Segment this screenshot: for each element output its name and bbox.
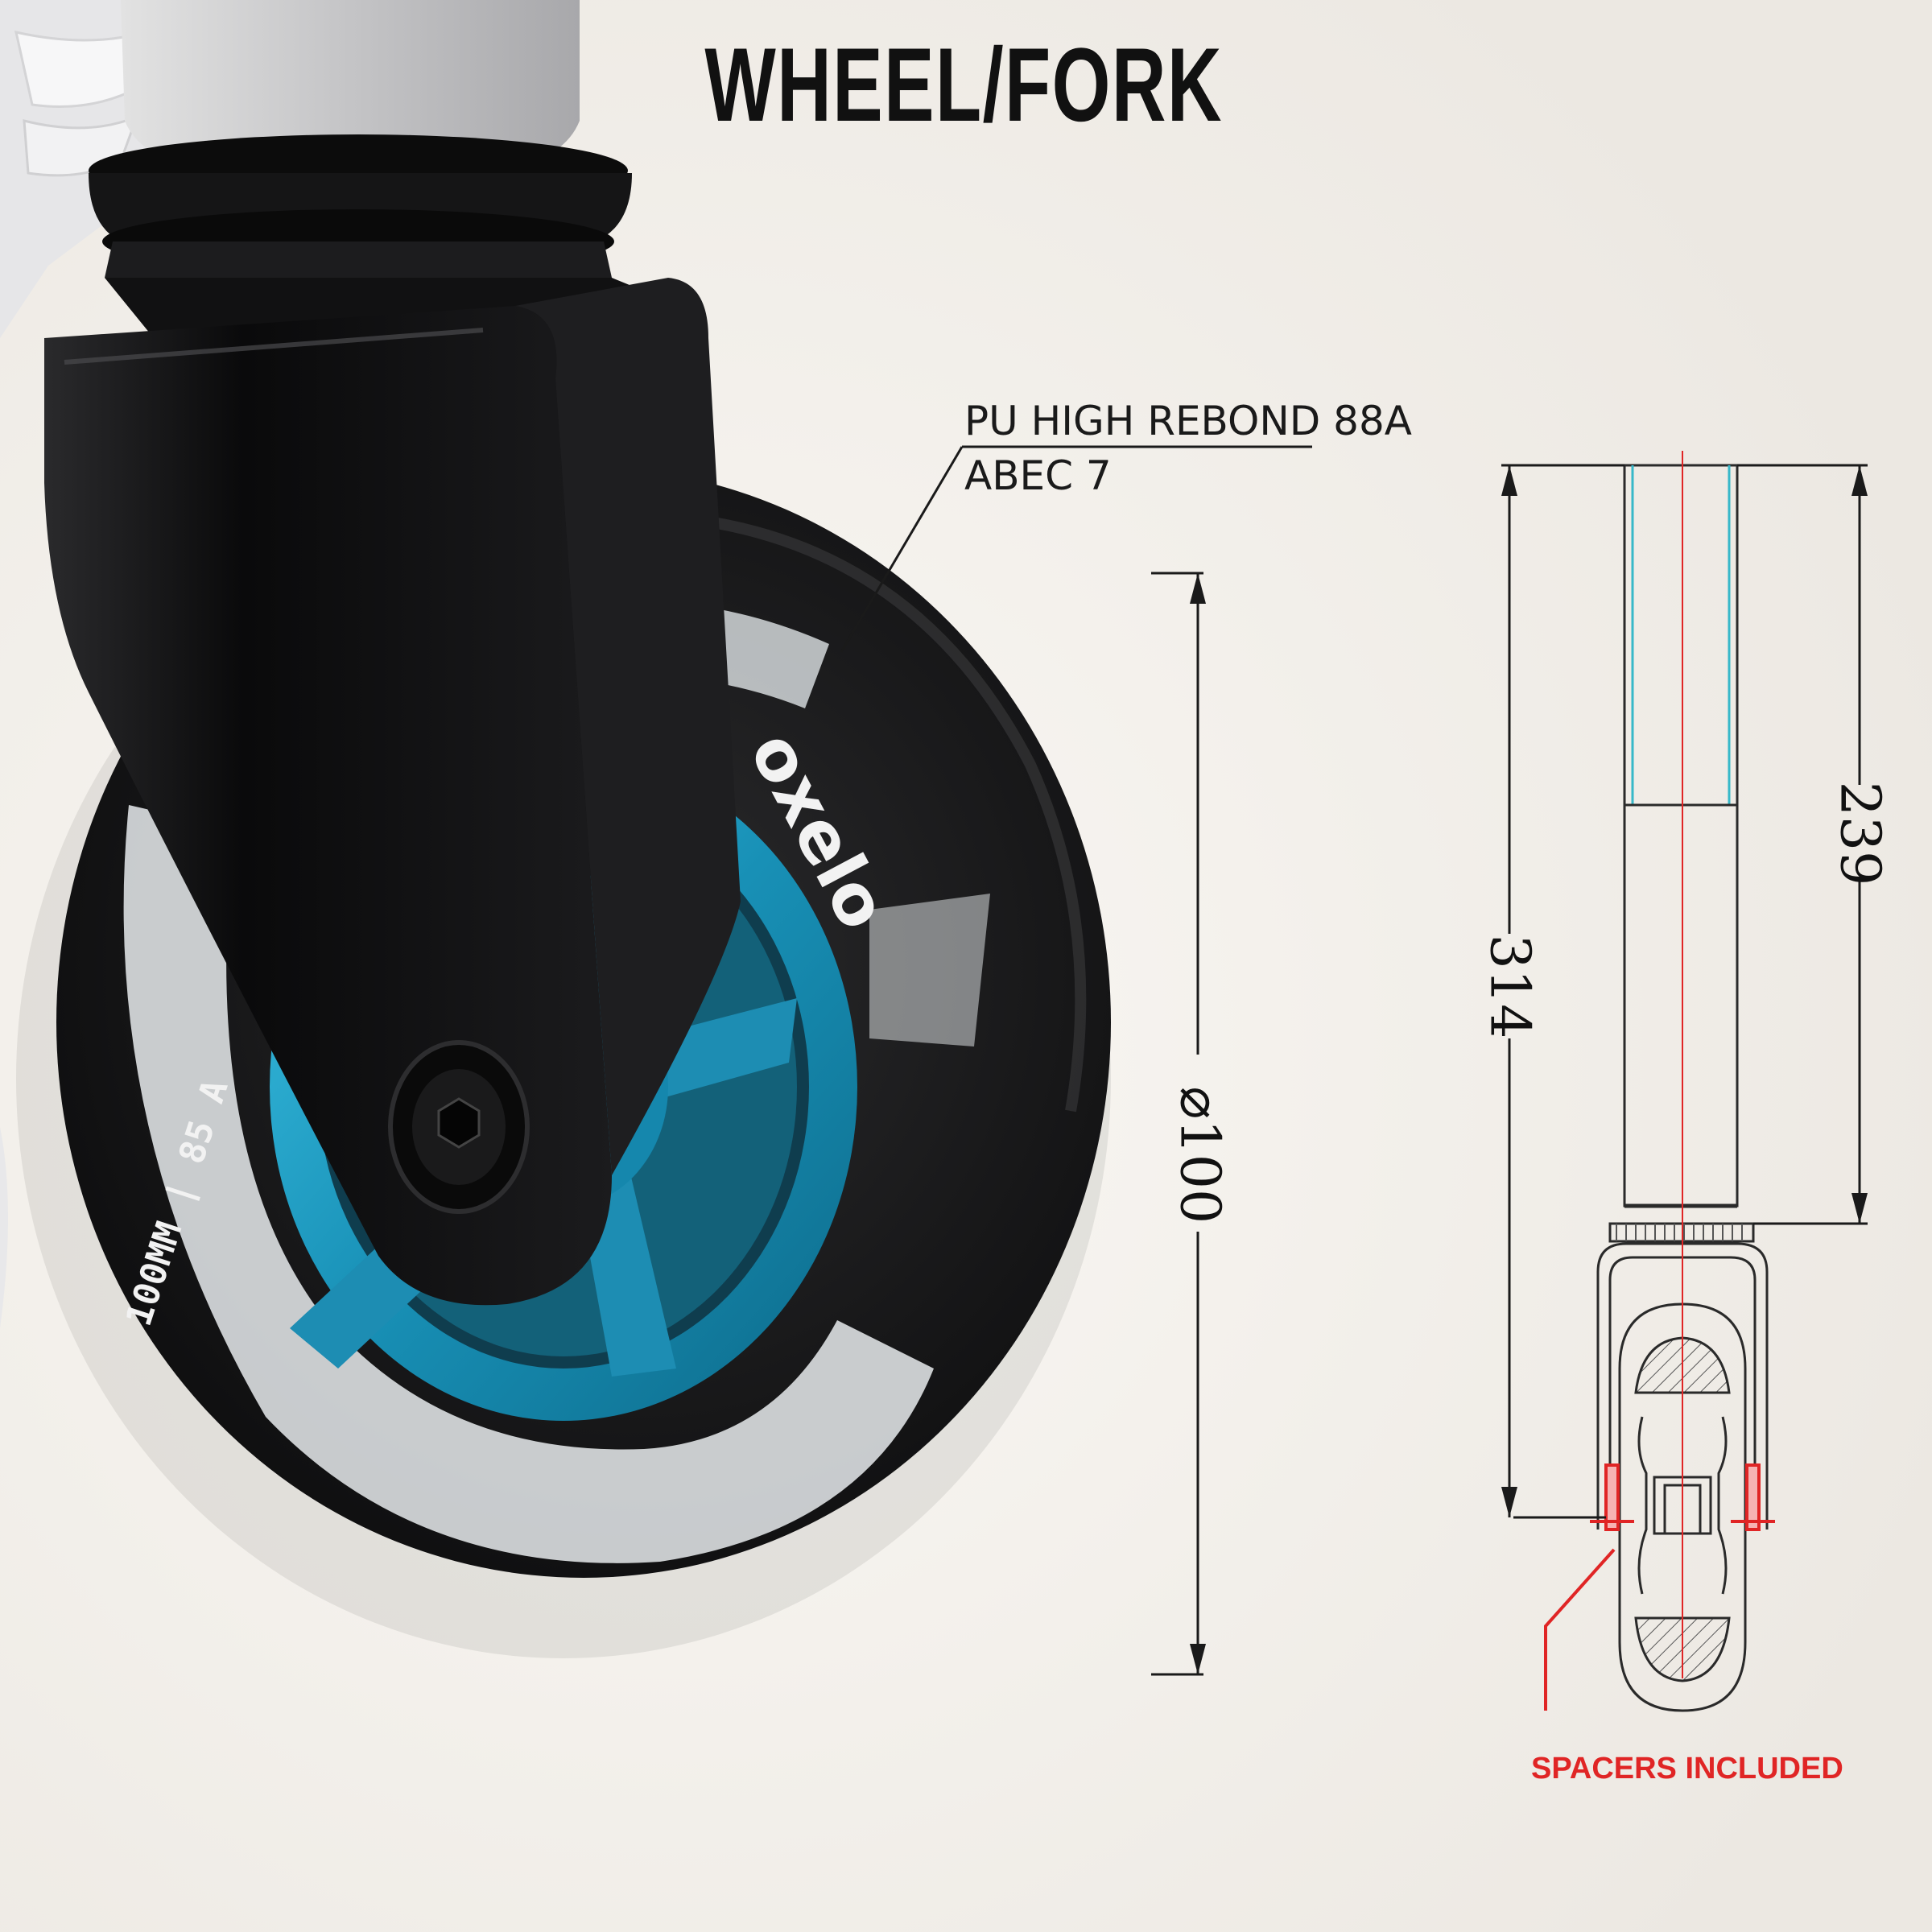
total-length-label: 314: [1477, 934, 1542, 1039]
wheel-diameter-label: ⌀100: [1167, 1086, 1232, 1224]
fork-technical-drawing: [1544, 451, 1775, 1712]
bearing-spec-label: ABEC 7: [964, 452, 1112, 499]
steerer-length-dimension: [1737, 464, 1868, 1225]
page-title: WHEEL/FORK: [704, 26, 1223, 143]
diameter-dimension: [1151, 572, 1206, 1676]
headset: [89, 0, 632, 278]
fork: [44, 278, 741, 1306]
material-spec-label: PU HIGH REBOND 88A: [964, 398, 1412, 444]
total-length-dimension: [1501, 464, 1624, 1519]
spec-leader-line: [840, 445, 1312, 653]
steerer-length-label: 239: [1827, 781, 1892, 886]
spacers-included-callout: SPACERS INCLUDED: [1531, 1752, 1843, 1785]
